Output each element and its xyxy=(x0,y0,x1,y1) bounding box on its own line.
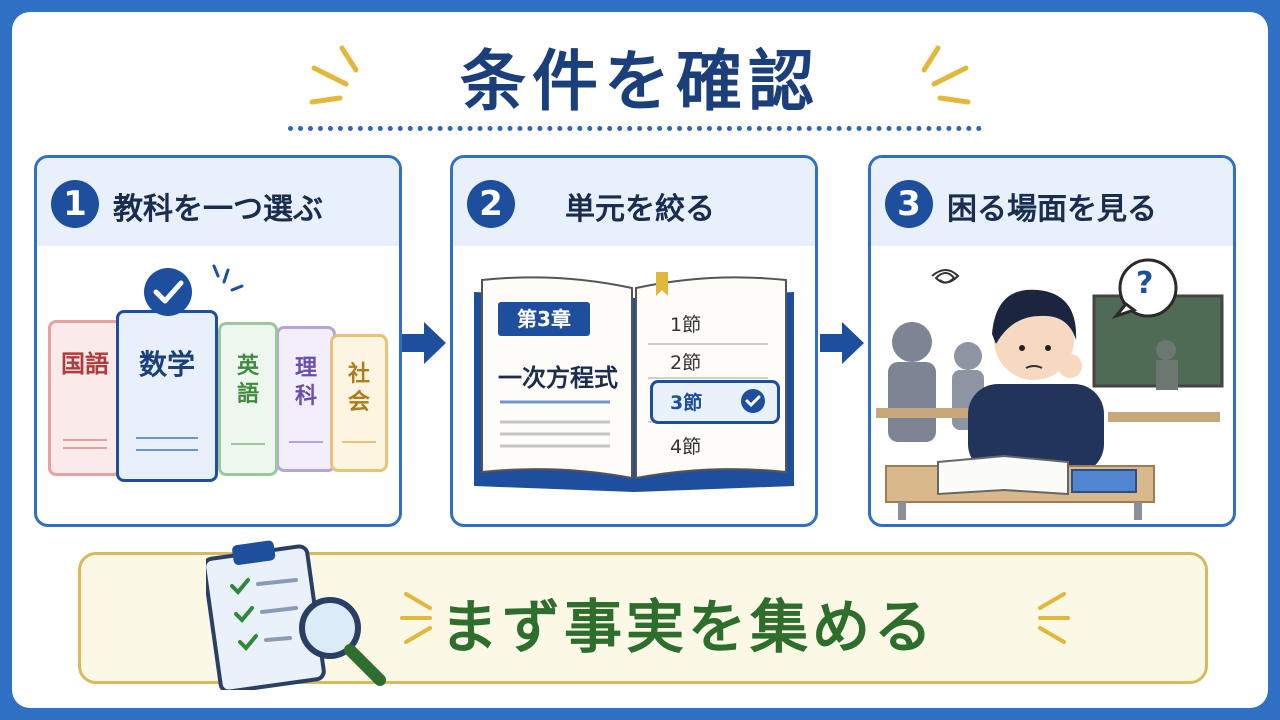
step-title: 教科を一つ選ぶ xyxy=(113,192,323,227)
subject-label: 国語 xyxy=(61,350,109,378)
subject-card-science: 理科 xyxy=(276,326,336,472)
title-burst-right-icon xyxy=(921,45,971,105)
section-item[interactable]: 4節 xyxy=(670,436,702,458)
subject-card-english: 英語 xyxy=(218,322,278,476)
arrow-right-icon xyxy=(402,322,446,364)
step-number: 1 xyxy=(51,180,99,228)
step-title: 単元を絞る xyxy=(565,192,715,227)
chapter-name: 一次方程式 xyxy=(498,364,618,392)
sparkle-icon xyxy=(212,264,244,292)
section-item[interactable]: 1節 xyxy=(670,314,702,336)
subject-label: 理科 xyxy=(294,356,317,409)
subject-card-japanese: 国語 xyxy=(48,320,122,476)
section-item-selected-label: 3節 xyxy=(670,392,703,414)
step-number: 3 xyxy=(885,180,933,228)
burst-left-icon xyxy=(400,592,432,644)
clipboard-magnifier-icon xyxy=(206,540,386,690)
title-burst-left-icon xyxy=(309,45,359,105)
section-item[interactable]: 2節 xyxy=(670,352,702,374)
check-icon xyxy=(144,268,192,316)
page-title: 条件を確認 xyxy=(460,43,820,120)
chapter-badge: 第3章 xyxy=(498,302,590,336)
subject-label: 社会 xyxy=(347,362,370,415)
subject-label: 英語 xyxy=(236,354,259,407)
step-title: 困る場面を見る xyxy=(947,192,1157,227)
conclusion-message: まず事実を集める xyxy=(440,593,937,661)
subject-label: 数学 xyxy=(138,348,195,381)
classroom-scene-illustration xyxy=(876,258,1224,520)
title-underline xyxy=(288,126,982,131)
burst-right-icon xyxy=(1038,592,1070,644)
step-number: 2 xyxy=(467,180,515,228)
check-icon xyxy=(741,389,765,413)
arrow-right-icon xyxy=(820,322,864,364)
subject-card-social: 社会 xyxy=(330,334,388,472)
subject-card-math-selected[interactable]: 数学 xyxy=(116,310,218,482)
question-mark: ? xyxy=(1136,266,1154,301)
